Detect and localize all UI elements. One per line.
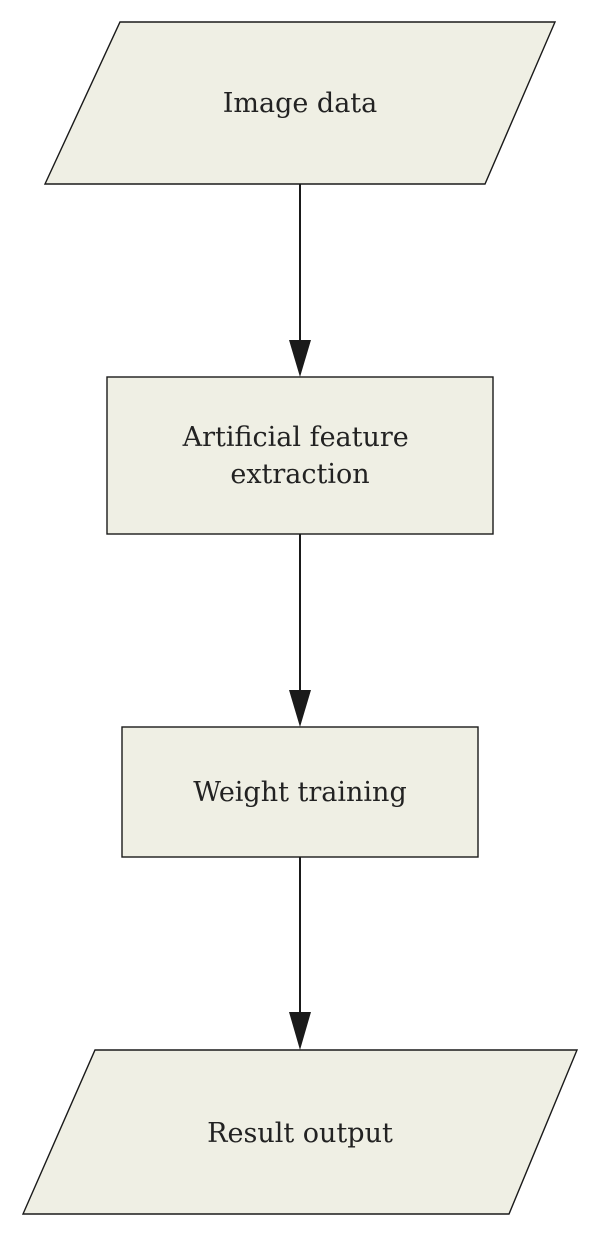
node-label-line: extraction bbox=[230, 459, 369, 490]
edge-image-data-to-feature-extraction bbox=[289, 184, 311, 377]
node-result-output: Result output bbox=[21, 1049, 579, 1215]
node-label: Result output bbox=[207, 1118, 393, 1149]
edge-weight-training-to-result-output bbox=[289, 857, 311, 1050]
node-artificial-feature-extraction: Artificial feature extraction bbox=[106, 376, 494, 535]
parallelogram-shape bbox=[21, 1049, 579, 1215]
arrowhead bbox=[289, 340, 311, 377]
node-label: Artificial feature extraction bbox=[182, 422, 418, 490]
node-weight-training: Weight training bbox=[121, 726, 479, 858]
rectangle-shape bbox=[106, 376, 494, 535]
arrowhead bbox=[289, 1012, 311, 1050]
rectangle-shape bbox=[121, 726, 479, 858]
node-label-line: Image data bbox=[223, 88, 378, 119]
node-label: Image data bbox=[223, 88, 378, 119]
parallelogram-shape bbox=[43, 21, 557, 185]
node-label-line: Weight training bbox=[193, 777, 406, 808]
node-label-line: Result output bbox=[207, 1118, 393, 1149]
node-label-line: Artificial feature bbox=[182, 422, 409, 453]
node-image-data: Image data bbox=[43, 21, 557, 185]
edge-feature-extraction-to-weight-training bbox=[289, 534, 311, 727]
node-label: Weight training bbox=[193, 777, 406, 808]
arrowhead bbox=[289, 690, 311, 727]
